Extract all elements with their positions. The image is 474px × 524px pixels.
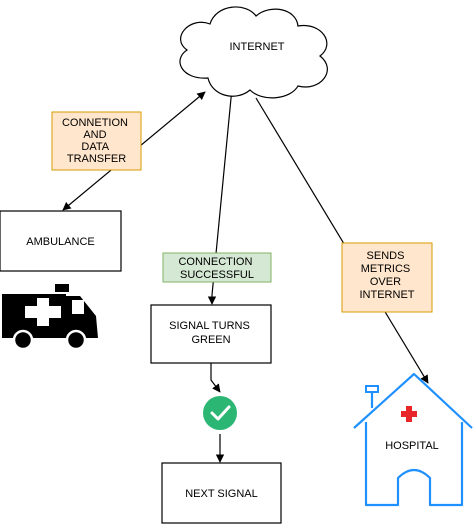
- sends-metrics-line: OVER: [370, 276, 401, 288]
- connector-internet-signal: [207, 87, 233, 305]
- connection-successful-line: CONNECTION: [178, 256, 252, 268]
- signal-node: SIGNAL TURNS GREEN: [150, 304, 272, 364]
- next-signal-label: NEXT SIGNAL: [185, 488, 258, 500]
- connector-internet-hospital: [255, 97, 429, 384]
- next-signal-node: NEXT SIGNAL: [161, 462, 282, 524]
- internet-cloud: INTERNET: [179, 6, 328, 99]
- svg-text:CONNECTION SUCCESSFUL: CONNECTION SUCCESSFUL: [178, 256, 255, 281]
- ambulance-label: AMBULANCE: [26, 236, 94, 248]
- hospital-cross-icon: [401, 406, 417, 422]
- svg-text:SENDS METRICS OVER: SENDS METRICS OVER INTERNET: [360, 250, 415, 301]
- connector-signal-check: [210, 363, 221, 393]
- svg-text:CONNETION AND DATA: CONNETION AND DATA TRANSFER: [62, 117, 131, 165]
- data-transfer-line: CONNETION: [62, 117, 128, 129]
- data-transfer-line: DATA: [81, 141, 109, 153]
- signal-label-line: SIGNAL TURNS: [169, 320, 250, 332]
- ambulance-node: AMBULANCE: [0, 210, 122, 272]
- ambulance-icon: [2, 284, 98, 351]
- signal-label-line: GREEN: [191, 334, 230, 346]
- sends-metrics-line: INTERNET: [360, 289, 415, 301]
- data-transfer-line: AND: [83, 129, 106, 141]
- sends-metrics-line: METRICS: [361, 263, 411, 275]
- sends-metrics-line: SENDS: [367, 250, 405, 262]
- check-circle-icon: [203, 396, 237, 430]
- svg-text:SIGNAL TURNS GREEN: SIGNAL TURNS GREEN: [169, 320, 253, 346]
- data-transfer-line: TRANSFER: [67, 153, 126, 165]
- cloud-icon: [179, 6, 328, 99]
- sends-metrics-label: SENDS METRICS OVER INTERNET: [341, 242, 433, 313]
- data-transfer-label: CONNETION AND DATA TRANSFER: [51, 111, 142, 171]
- internet-label: INTERNET: [230, 41, 285, 53]
- connection-successful-label: CONNECTION SUCCESSFUL: [162, 252, 272, 283]
- hospital-house-icon: HOSPITAL: [353, 372, 473, 507]
- connection-successful-line: SUCCESSFUL: [180, 269, 254, 281]
- hospital-label: HOSPITAL: [385, 440, 439, 452]
